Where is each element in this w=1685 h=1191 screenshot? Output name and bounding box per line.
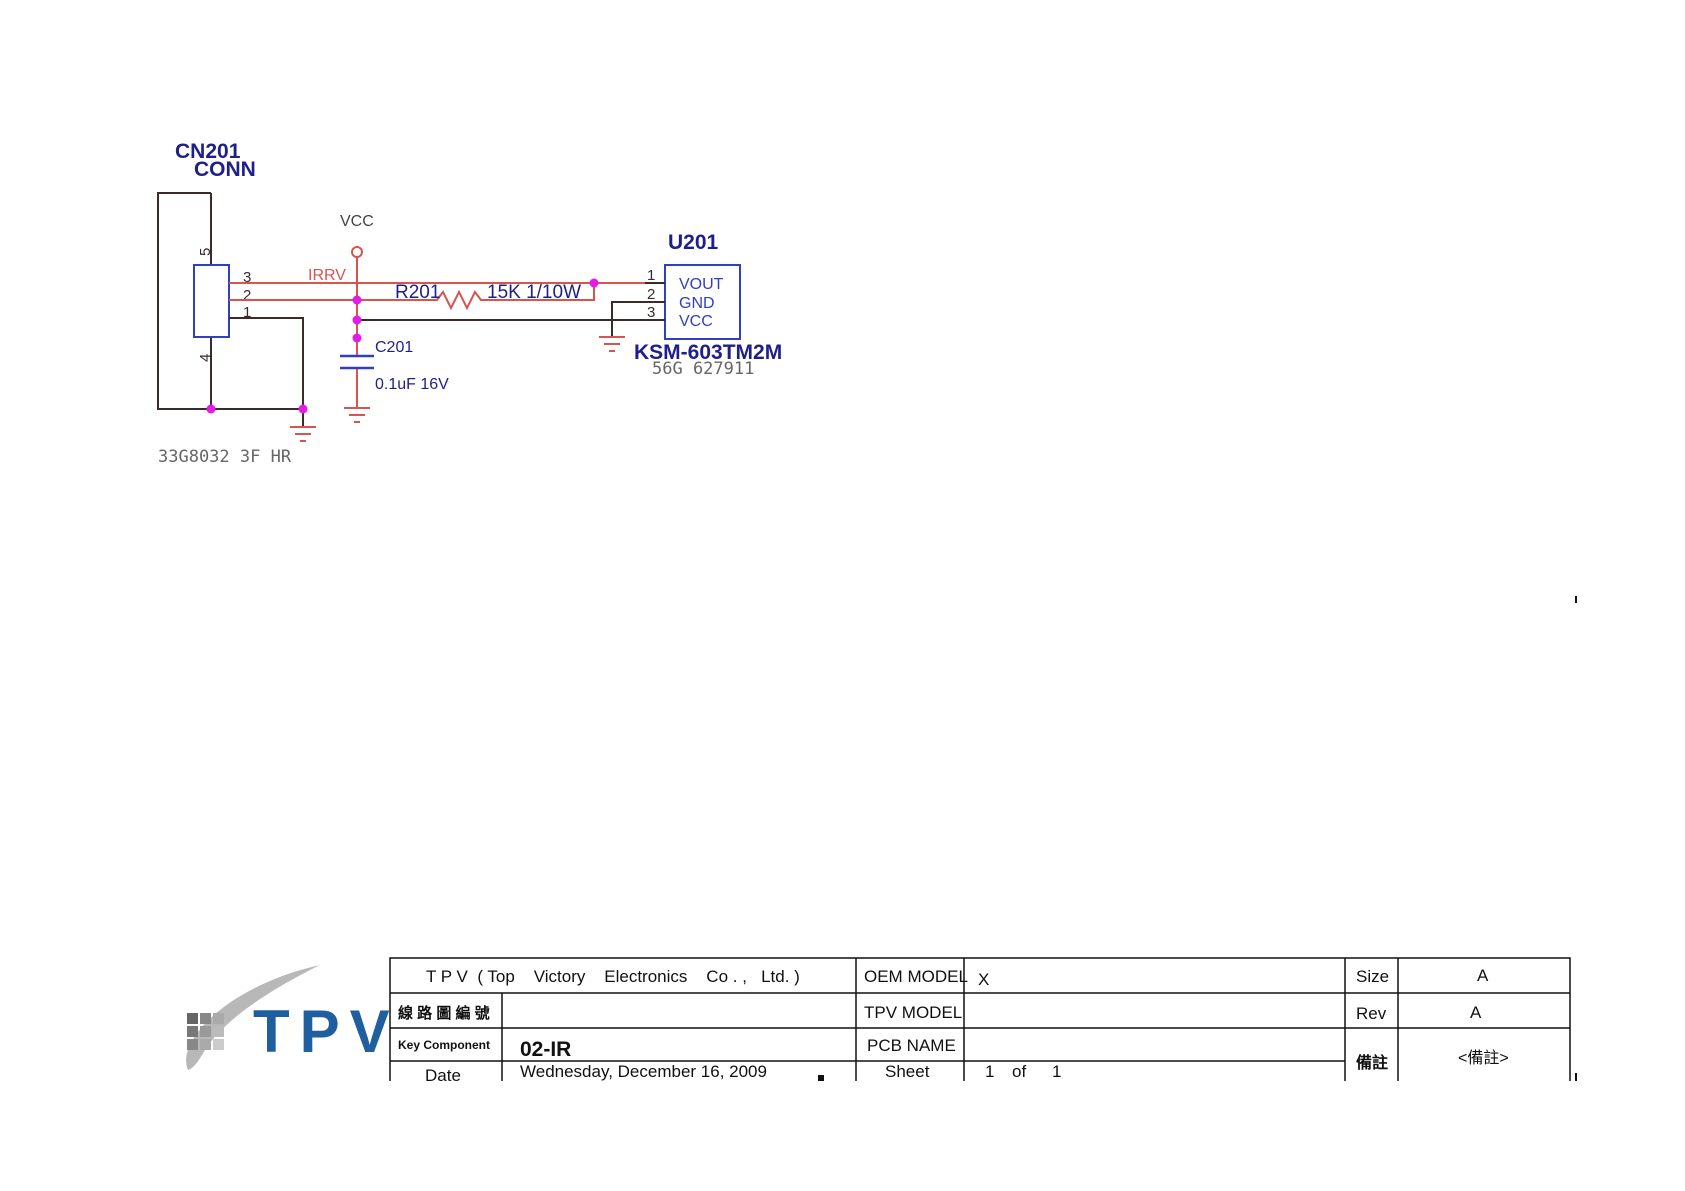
junction-dots <box>206 278 599 414</box>
pcb-name-label: PCB NAME <box>867 1036 956 1055</box>
wire-u201-gnd <box>611 301 645 337</box>
size-value: A <box>1477 966 1489 985</box>
remark-label: 備註 <box>1356 1053 1388 1072</box>
ic-u201: U201 1 2 3 VOUT GND VCC KSM-603TM2M 56G … <box>634 231 782 379</box>
key-component-value: 02-IR <box>520 1038 571 1061</box>
ic-ref: U201 <box>668 231 719 254</box>
date-label: Date <box>425 1066 461 1085</box>
ic-pin-num: 3 <box>647 304 655 321</box>
resistor-symbol <box>430 289 485 311</box>
resistor-value: 15K 1/10W <box>487 282 581 303</box>
connector-pin-4: 4 <box>197 354 214 362</box>
capacitor-c201: C201 0.1uF 16V <box>340 339 449 393</box>
ic-part-number: 56G 627911 <box>652 359 754 379</box>
drawing-no-label: 線 路 圖 編 號 <box>398 1004 490 1022</box>
resistor-r201: R201 15K 1/10W <box>395 282 581 311</box>
size-label: Size <box>1356 967 1389 986</box>
ic-part: KSM-603TM2M <box>634 341 782 364</box>
junction-dot <box>298 404 308 414</box>
resistor-ref: R201 <box>395 282 440 303</box>
sheet-total: 1 <box>1052 1062 1061 1081</box>
oem-model-value: X <box>978 970 989 989</box>
sheet-label: Sheet <box>885 1062 930 1081</box>
date-value: Wednesday, December 16, 2009 <box>520 1062 767 1081</box>
ic-pin-name: VCC <box>679 313 713 330</box>
connector-pin-3: 3 <box>243 269 251 286</box>
junction-dot <box>352 295 362 305</box>
junction-dot <box>589 278 599 288</box>
vcc-circle-icon <box>351 246 363 258</box>
connector-pin-1: 1 <box>243 304 251 321</box>
logo-grid-icon <box>187 1013 224 1050</box>
ground-symbol-capacitor <box>344 407 370 423</box>
ic-pin-num: 1 <box>647 267 655 284</box>
connector-value: CONN <box>194 158 256 181</box>
key-component-label: Key Component <box>398 1038 490 1052</box>
junction-dot <box>352 315 362 325</box>
company-name: T P V ( Top Victory Electronics Co . , L… <box>426 967 800 986</box>
logo-swoosh <box>186 965 320 1070</box>
remark-value: <備註> <box>1458 1049 1509 1067</box>
capacitor-ref: C201 <box>375 339 413 356</box>
ic-pin-name: GND <box>679 295 715 312</box>
marker-square <box>818 1075 824 1081</box>
connector-cn201: CN201 CONN 5 3 2 1 4 33G8032 3F HR <box>157 140 292 467</box>
rev-value: A <box>1470 1003 1482 1022</box>
wire-r201-right <box>485 283 595 301</box>
capacitor-value: 0.1uF 16V <box>375 376 449 393</box>
connector-body <box>193 264 230 338</box>
ic-body <box>664 264 741 340</box>
sheet-of: of <box>1012 1062 1026 1081</box>
wire-pin1-ground <box>229 317 304 409</box>
tpv-logo: TPV <box>186 965 400 1070</box>
connector-ref: CN201 <box>175 140 241 163</box>
junction-dot <box>206 404 216 414</box>
title-block: T P V ( Top Victory Electronics Co . , L… <box>389 957 1571 1085</box>
rev-label: Rev <box>1356 1004 1387 1023</box>
connector-pin-5: 5 <box>197 248 214 256</box>
vcc-label: VCC <box>340 213 374 230</box>
connector-frame-wire <box>157 192 211 410</box>
ground-symbol-u201 <box>599 336 625 352</box>
net-label-irrv: IRRV <box>308 267 346 284</box>
ground-symbol-connector <box>290 426 316 442</box>
oem-model-label: OEM MODEL <box>864 967 968 986</box>
vcc-power-symbol: VCC <box>340 213 374 258</box>
sheet-number: 1 <box>985 1062 994 1081</box>
ic-pin-name: VOUT <box>679 276 724 293</box>
ic-pin-num: 2 <box>647 286 655 303</box>
tpv-model-label: TPV MODEL <box>864 1003 962 1022</box>
junction-dot <box>352 333 362 343</box>
connector-part-number: 33G8032 3F HR <box>158 447 292 467</box>
logo-text: TPV <box>253 998 400 1065</box>
connector-pin-2: 2 <box>243 287 251 304</box>
